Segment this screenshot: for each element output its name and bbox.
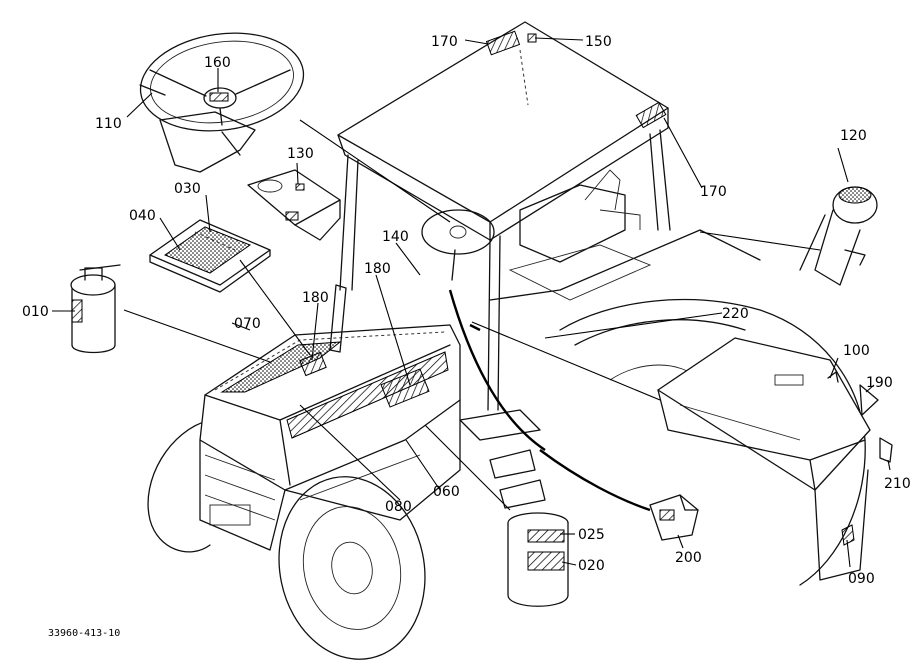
callout-130: 130	[287, 146, 314, 162]
callout-170-side: 170	[700, 184, 727, 200]
callout-170-roof: 170	[431, 34, 458, 50]
callout-020: 020	[578, 558, 605, 574]
oil-filter-020	[507, 512, 569, 607]
callout-180-hood: 180	[302, 290, 329, 306]
callout-080: 080	[385, 499, 412, 515]
callout-220: 220	[722, 306, 749, 322]
hose-line-a	[448, 289, 546, 451]
side-panel-assembly	[657, 337, 893, 581]
decal-170-roof-front	[485, 30, 521, 56]
decal-150-roof	[527, 33, 537, 43]
floor-mat	[149, 219, 271, 293]
decal-080-side-panel	[380, 368, 430, 408]
decal-170-roof-side	[635, 101, 667, 129]
drawing-reference-number: 33960-413-10	[48, 628, 120, 639]
hose-line-b	[539, 449, 651, 512]
callout-190: 190	[866, 375, 893, 391]
valve-200	[649, 494, 699, 541]
decal-090-fender	[841, 524, 855, 546]
callout-210: 210	[884, 476, 911, 492]
hose-line-c	[469, 323, 481, 332]
callout-110: 110	[95, 116, 122, 132]
callout-200: 200	[675, 550, 702, 566]
decal-070-hood-dots	[220, 341, 342, 393]
callout-180-cab: 180	[364, 261, 391, 277]
callout-060: 060	[433, 484, 460, 500]
callout-160: 160	[204, 55, 231, 71]
callout-025: 025	[578, 527, 605, 543]
callout-120: 120	[840, 128, 867, 144]
tray-130	[247, 169, 341, 241]
steering-wheel-assembly	[139, 32, 305, 173]
callout-070: 070	[234, 316, 261, 332]
receiver-dryer-010	[70, 264, 121, 354]
callout-090: 090	[848, 571, 875, 587]
callout-140: 140	[382, 229, 409, 245]
leader-lines	[52, 37, 891, 568]
callout-040: 040	[129, 208, 156, 224]
callout-030: 030	[174, 181, 201, 197]
callout-010: 010	[22, 304, 49, 320]
callout-150: 150	[585, 34, 612, 50]
callout-100: 100	[843, 343, 870, 359]
decal-180-hood	[299, 351, 327, 377]
radiator-cap-120	[799, 186, 878, 286]
